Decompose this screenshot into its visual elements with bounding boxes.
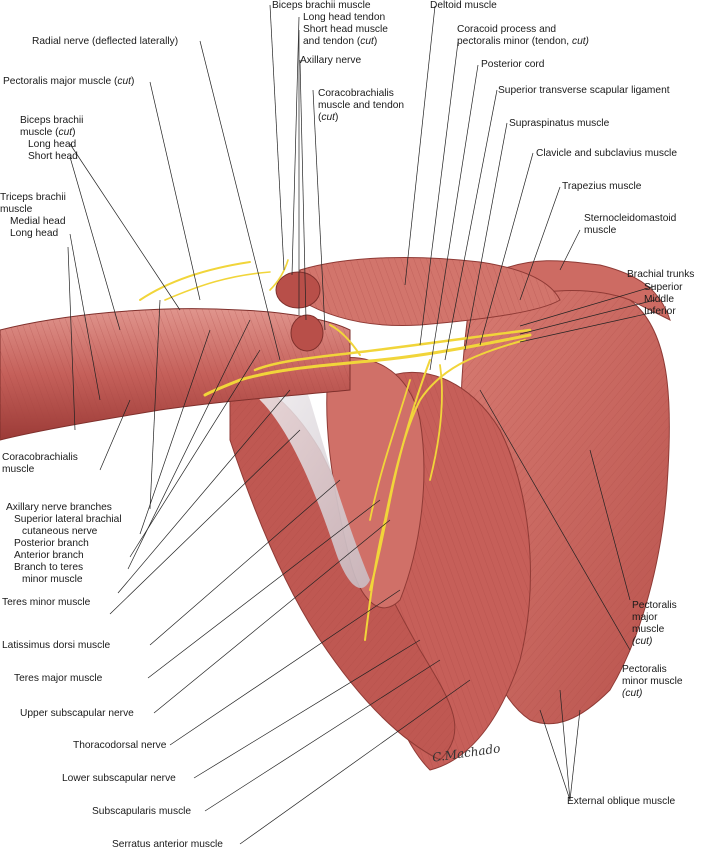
label-pectoralis-minor-right-2: minor muscle	[622, 676, 683, 687]
label-pectoralis-major-right-3: muscle	[632, 624, 665, 635]
label-biceps-short-head: Short head	[28, 151, 78, 162]
label-pectoralis-major-cut: Pectoralis major muscle (cut)	[3, 76, 135, 87]
label-triceps-long-head: Long head	[10, 228, 59, 239]
label-branch-teres: Branch to teres	[14, 562, 84, 573]
label-triceps-muscle: muscle	[0, 204, 33, 215]
label-trapezius-muscle: Trapezius muscle	[562, 181, 642, 192]
label-pectoralis-major-right: Pectoralis	[632, 600, 677, 611]
label-posterior-branch: Posterior branch	[14, 538, 89, 549]
label-external-oblique: External oblique muscle	[567, 796, 676, 807]
label-coracoid-process: Coracoid process and	[457, 24, 557, 35]
label-triceps-medial-head: Medial head	[10, 216, 66, 227]
label-coracobrachialis-tendon-2: muscle and tendon	[318, 100, 405, 111]
label-coracobrachialis-tendon: Coracobrachialis	[318, 88, 394, 99]
label-serratus-anterior: Serratus anterior muscle	[112, 839, 223, 850]
label-lower-subscapular: Lower subscapular nerve	[62, 773, 176, 784]
label-teres-minor: Teres minor muscle	[2, 597, 91, 608]
label-short-head-tendon: and tendon (cut)	[303, 36, 378, 47]
label-superior-transverse-scapular-ligament: Superior transverse scapular ligament	[498, 85, 670, 96]
label-teres-minor-branch: minor muscle	[22, 574, 83, 585]
label-deltoid-muscle: Deltoid muscle	[430, 0, 497, 11]
label-sternocleidomastoid-muscle: muscle	[584, 225, 617, 236]
label-posterior-cord: Posterior cord	[481, 59, 545, 70]
label-axillary-nerve-branches: Axillary nerve branches	[6, 502, 112, 513]
label-sternocleidomastoid: Sternocleidomastoid	[584, 213, 677, 224]
label-biceps-long-head: Long head	[28, 139, 77, 150]
label-clavicle-subclavius: Clavicle and subclavius muscle	[536, 148, 677, 159]
label-pectoralis-major-right-2: major	[632, 612, 658, 623]
label-biceps-brachii-muscle: Biceps brachii muscle	[272, 0, 371, 11]
label-biceps-cut: Biceps brachii	[20, 115, 84, 126]
label-coracobrachialis: Coracobrachialis	[2, 452, 78, 463]
label-radial-nerve: Radial nerve (deflected laterally)	[32, 36, 179, 47]
label-anterior-branch: Anterior branch	[14, 550, 84, 561]
label-short-head-muscle: Short head muscle	[303, 24, 388, 35]
label-pectoralis-minor-tendon: pectoralis minor (tendon, cut)	[457, 36, 589, 47]
label-superior-lateral-brachial: Superior lateral brachial	[14, 514, 122, 525]
label-teres-major: Teres major muscle	[14, 673, 103, 684]
label-cutaneous-nerve: cutaneous nerve	[22, 526, 98, 537]
label-latissimus-dorsi: Latissimus dorsi muscle	[2, 640, 111, 651]
label-upper-subscapular: Upper subscapular nerve	[20, 708, 134, 719]
label-pectoralis-minor-right-cut: (cut)	[622, 688, 643, 699]
cut-coracobrachialis-shape	[290, 314, 324, 352]
label-long-head-tendon: Long head tendon	[303, 12, 386, 23]
label-triceps: Triceps brachii	[0, 192, 66, 203]
label-trunk-inferior: Inferior	[644, 306, 676, 317]
label-subscapularis: Subscapularis muscle	[92, 806, 192, 817]
label-trunk-superior: Superior	[644, 282, 683, 293]
label-trunk-middle: Middle	[644, 294, 675, 305]
brachial-plexus-nerves	[139, 259, 532, 641]
label-pectoralis-major-right-cut: (cut)	[632, 636, 653, 647]
label-thoracodorsal: Thoracodorsal nerve	[73, 740, 167, 751]
label-supraspinatus-muscle: Supraspinatus muscle	[509, 118, 610, 129]
label-coracobrachialis-cut: (cut)	[318, 112, 339, 123]
leader-lines	[67, 4, 656, 845]
label-coracobrachialis-muscle: muscle	[2, 464, 35, 475]
label-biceps-cut-muscle: muscle (cut)	[20, 127, 76, 138]
label-pectoralis-minor-right: Pectoralis	[622, 664, 667, 675]
label-brachial-trunks: Brachial trunks	[627, 269, 695, 280]
cut-biceps-shape	[275, 271, 321, 309]
label-axillary-nerve: Axillary nerve	[300, 55, 362, 66]
